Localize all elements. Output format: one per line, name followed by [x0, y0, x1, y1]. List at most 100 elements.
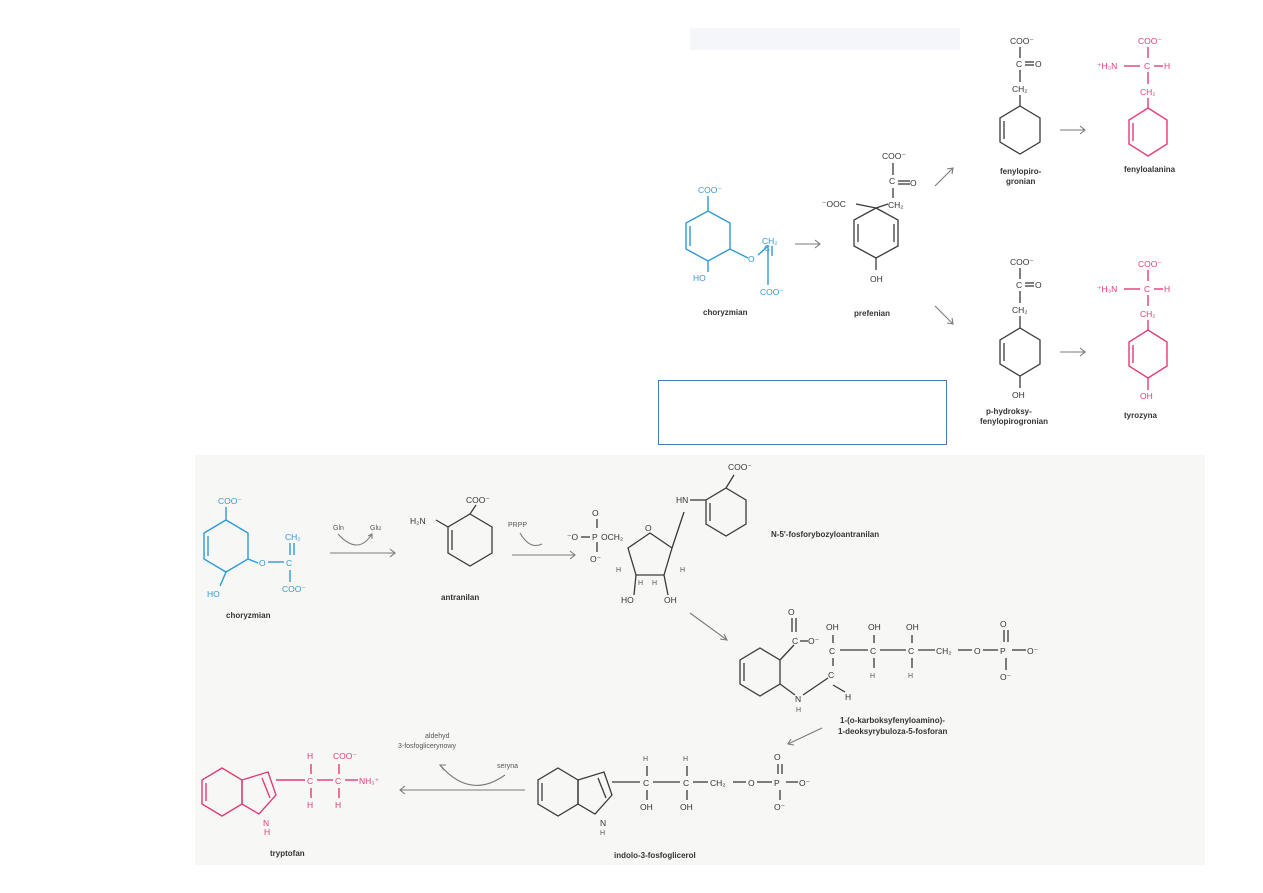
- svg-text:H: H: [643, 756, 648, 763]
- svg-text:COO⁻: COO⁻: [1010, 257, 1034, 267]
- svg-text:N: N: [600, 818, 606, 828]
- tryptophan-structure: N H C H H C COO⁻ H NH₃⁺: [201, 751, 380, 837]
- svg-text:H: H: [264, 827, 270, 837]
- svg-text:O: O: [974, 646, 981, 656]
- chorismate-top-label: choryzmian: [703, 308, 748, 317]
- svg-text:C: C: [908, 646, 914, 656]
- svg-text:CH₂: CH₂: [710, 778, 726, 788]
- svg-text:C: C: [683, 778, 689, 788]
- svg-text:COO⁻: COO⁻: [728, 462, 752, 472]
- svg-text:COO⁻: COO⁻: [698, 185, 722, 195]
- svg-text:OH: OH: [664, 595, 677, 605]
- svg-text:COO⁻: COO⁻: [882, 151, 906, 161]
- prephenate-label: prefenian: [854, 309, 890, 318]
- hydroxyphenylpyruvate-label-line1: p-hydroksy-: [986, 407, 1032, 416]
- svg-text:CH₂: CH₂: [888, 200, 904, 210]
- anthranilate-label: antranilan: [441, 593, 479, 602]
- svg-text:O⁻: O⁻: [799, 778, 811, 788]
- svg-text:CH₂: CH₂: [762, 236, 778, 246]
- svg-text:COO⁻: COO⁻: [1010, 36, 1034, 46]
- svg-text:NH₃⁺: NH₃⁺: [359, 776, 380, 786]
- svg-text:H: H: [652, 580, 657, 587]
- hydroxyphenylpyruvate-structure: COO⁻ C O CH₂ OH: [999, 257, 1042, 400]
- carboxy-label-line2: 1-deoksyrybuloza-5-fosforan: [838, 727, 947, 736]
- svg-text:O: O: [259, 558, 266, 568]
- svg-text:H: H: [616, 567, 621, 574]
- svg-text:⁺H₃N: ⁺H₃N: [1097, 61, 1117, 71]
- svg-text:HO: HO: [207, 589, 220, 599]
- svg-text:C: C: [335, 776, 341, 786]
- svg-text:H: H: [683, 756, 688, 763]
- svg-text:C: C: [1016, 59, 1022, 69]
- svg-text:C: C: [643, 778, 649, 788]
- svg-text:P: P: [774, 778, 780, 788]
- svg-text:O: O: [788, 607, 795, 617]
- svg-text:P: P: [1000, 646, 1006, 656]
- arrow-prib-to-carboxy: [689, 612, 728, 641]
- svg-text:H: H: [796, 707, 801, 714]
- svg-text:O⁻: O⁻: [1027, 646, 1039, 656]
- svg-text:H: H: [335, 800, 341, 810]
- svg-text:COO⁻: COO⁻: [282, 584, 306, 594]
- svg-text:OH: OH: [870, 274, 883, 284]
- tryptophan-label: tryptofan: [270, 849, 305, 858]
- hydroxyphenylpyruvate-label-line2: fenylopirogronian: [980, 417, 1048, 426]
- svg-text:C: C: [829, 646, 835, 656]
- prib-anthranilate-structure: ⁻O P O O⁻ OCH₂ O HO OH H H H H HN COO⁻: [567, 462, 752, 605]
- svg-text:H: H: [908, 673, 913, 680]
- chorismate-top-structure: COO⁻ O C CH₂ COO⁻ HO: [685, 185, 784, 297]
- prib-anthranilate-label: N-5'-fosforybozyloantranilan: [771, 530, 879, 539]
- svg-text:H: H: [680, 567, 685, 574]
- svg-text:CH₂: CH₂: [1012, 84, 1028, 94]
- svg-text:H₂N: H₂N: [410, 516, 426, 526]
- svg-text:C: C: [1144, 284, 1150, 294]
- tyrosine-label: tyrozyna: [1124, 411, 1157, 420]
- glu-label: Glu: [370, 525, 381, 532]
- svg-text:OH: OH: [1140, 391, 1153, 401]
- svg-text:COO⁻: COO⁻: [466, 495, 490, 505]
- arrow-chorismate-to-anthranilate: [330, 533, 396, 558]
- svg-text:HO: HO: [693, 273, 706, 283]
- svg-text:OH: OH: [680, 802, 693, 812]
- svg-text:O: O: [1035, 59, 1042, 69]
- scan-background: [195, 455, 1205, 865]
- svg-text:O⁻: O⁻: [808, 636, 820, 646]
- svg-text:C: C: [1016, 280, 1022, 290]
- phenylalanine-structure: COO⁻ ⁺H₃N C H CH₂: [1097, 36, 1170, 157]
- svg-text:H: H: [870, 673, 875, 680]
- svg-text:COO⁻: COO⁻: [333, 751, 357, 761]
- svg-text:H: H: [600, 830, 605, 837]
- svg-text:H: H: [1164, 61, 1170, 71]
- svg-text:C: C: [792, 636, 798, 646]
- svg-text:OH: OH: [1012, 390, 1025, 400]
- svg-text:H: H: [845, 692, 851, 702]
- phenylalanine-label: fenyloalanina: [1124, 165, 1176, 174]
- svg-text:O: O: [1000, 619, 1007, 629]
- svg-text:CH₂: CH₂: [285, 532, 301, 542]
- svg-text:OH: OH: [826, 622, 839, 632]
- selection-rectangle[interactable]: [658, 380, 947, 445]
- svg-text:O: O: [774, 752, 781, 762]
- indole-glycerol-structure: N H C H OH C H OH CH₂ O P O O⁻ O⁻: [537, 752, 811, 837]
- arrow-chorismate-to-prephenate: [795, 239, 821, 249]
- svg-text:CH₂: CH₂: [1012, 305, 1028, 315]
- scan-artifact: [690, 28, 960, 50]
- svg-text:OH: OH: [640, 802, 653, 812]
- chorismate-bottom-structure: COO⁻ O C CH₂ COO⁻ HO: [203, 496, 306, 599]
- carboxy-intermediate-structure: C O O⁻ N H C H C OH C OH H C OH H CH₂ O …: [739, 607, 1039, 714]
- svg-text:CH₂: CH₂: [1140, 309, 1156, 319]
- svg-text:P: P: [592, 532, 598, 542]
- chorismate-bottom-label: choryzmian: [226, 611, 271, 620]
- arrow-prephenate-to-phenylpyruvate: [934, 167, 954, 187]
- arrow-carboxy-to-indole: [787, 727, 823, 746]
- svg-text:C: C: [764, 243, 770, 253]
- arrow-indole-to-tryptophan: [399, 764, 525, 795]
- arrow-anthranilate-to-prib: [512, 532, 576, 560]
- arrow-to-phenylalanine: [1060, 125, 1086, 135]
- svg-text:O: O: [645, 523, 652, 533]
- arrow-to-tyrosine: [1060, 347, 1086, 357]
- svg-text:OCH₂: OCH₂: [601, 532, 623, 542]
- svg-text:⁻OOC: ⁻OOC: [822, 199, 846, 209]
- svg-text:OH: OH: [906, 622, 919, 632]
